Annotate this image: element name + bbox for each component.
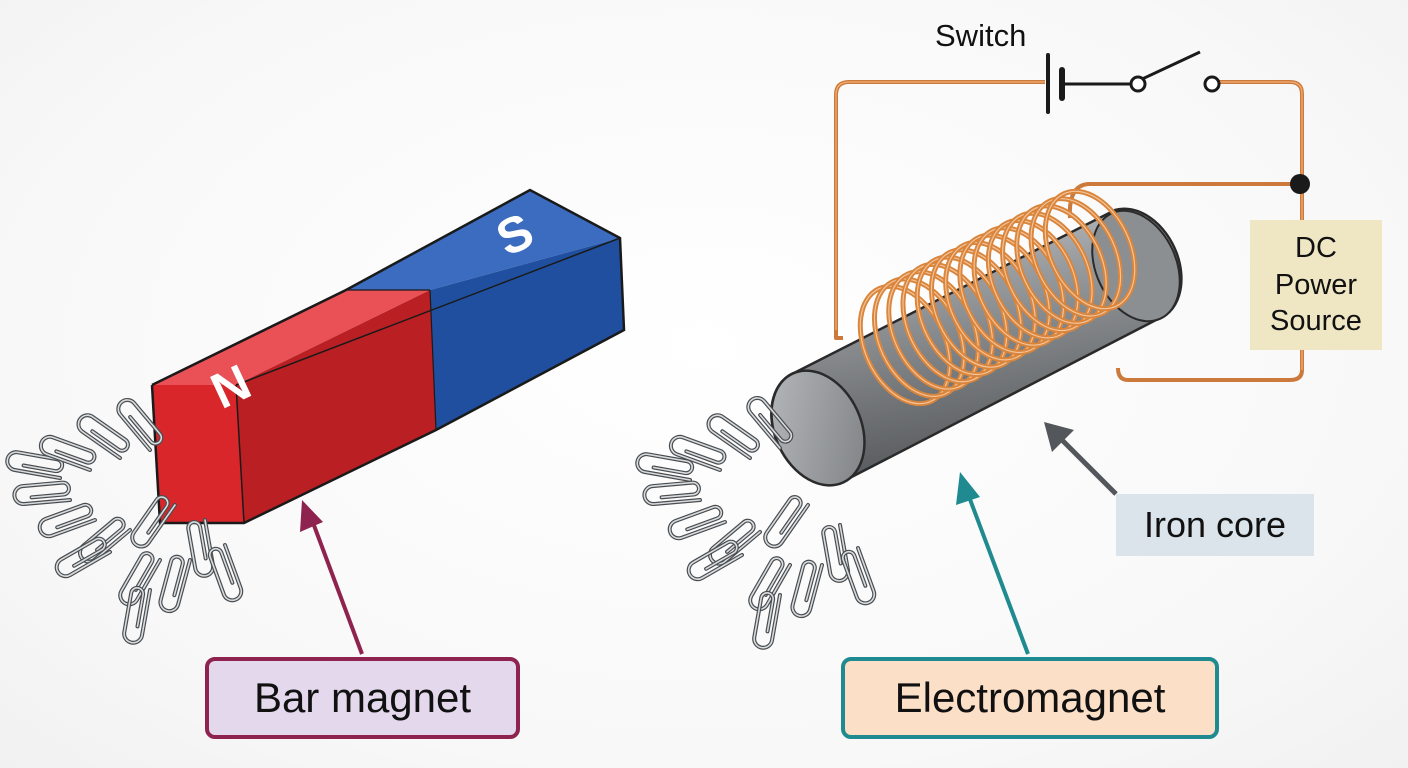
paper-clip-icon <box>635 452 695 482</box>
electromagnet-arrow <box>956 472 1030 655</box>
south-side-face <box>430 238 624 430</box>
paper-clip-icon <box>706 413 760 460</box>
paper-clip-cluster-left <box>5 398 244 645</box>
south-top-face <box>346 190 620 290</box>
iron-core-arrow <box>1044 422 1118 496</box>
paper-clip-icon <box>76 413 130 460</box>
iron-core-label-text: Iron core <box>1143 504 1287 545</box>
paper-clip-icon <box>746 396 794 450</box>
paper-clip-icon <box>642 480 702 507</box>
switch-symbol-icon <box>1129 50 1221 93</box>
coil-winding-highlight <box>1001 212 1093 332</box>
paper-clip-icon <box>118 551 162 607</box>
paper-clip-icon <box>840 546 877 606</box>
circuit-wires-inner <box>835 81 1303 370</box>
paper-clip-icon <box>5 450 65 480</box>
coil-winding-highlight <box>1016 205 1107 324</box>
electromagnet-label: Electromagnet <box>841 657 1219 739</box>
paper-clip-icon <box>116 398 164 452</box>
battery-symbol-icon <box>1046 53 1134 114</box>
bar-magnet: N S <box>150 188 626 525</box>
bar-magnet-label-text: Bar magnet <box>253 674 472 721</box>
coil-winding-highlight <box>1044 190 1136 310</box>
iron-core-label: Iron core <box>1116 494 1314 556</box>
paper-clip-cluster-right <box>635 396 877 650</box>
paper-clip-icon <box>130 495 177 549</box>
paper-clip-icon <box>763 495 810 549</box>
north-top-face <box>152 290 430 385</box>
north-front-face <box>152 385 244 523</box>
north-side-face <box>236 290 436 523</box>
coil-winding-highlight <box>1030 198 1122 317</box>
paper-clip-icon <box>748 556 792 612</box>
paper-clip-icon <box>12 480 72 507</box>
power-source-line-3: Source <box>1270 305 1362 338</box>
paper-clip-icon <box>158 554 192 614</box>
paper-clip-icon <box>54 536 112 579</box>
paper-clip-icon <box>790 559 824 619</box>
bar-magnet-arrow <box>300 500 364 655</box>
power-source-line-1: DC <box>1295 232 1337 265</box>
coil-winding-highlight <box>987 219 1079 339</box>
paper-clip-icon <box>186 518 216 578</box>
paper-clip-icon <box>207 543 244 603</box>
paper-clip-icon <box>686 539 744 582</box>
paper-clip-icon <box>821 523 851 583</box>
electromagnet-label-text: Electromagnet <box>894 674 1166 721</box>
paper-clip-icon <box>668 434 727 472</box>
copper-coil <box>857 188 1138 407</box>
paper-clip-icon <box>752 590 782 650</box>
power-source-label: DC Power Source <box>1250 220 1382 350</box>
switch-label: Switch <box>935 18 1027 53</box>
paper-clip-icon <box>667 504 727 541</box>
paper-clip-icon <box>38 434 97 472</box>
junction-dot <box>1290 174 1310 194</box>
power-source-line-2: Power <box>1274 268 1358 301</box>
paper-clip-icon <box>122 585 152 645</box>
paper-clip-icon <box>37 502 97 539</box>
bar-magnet-label: Bar magnet <box>205 657 520 739</box>
